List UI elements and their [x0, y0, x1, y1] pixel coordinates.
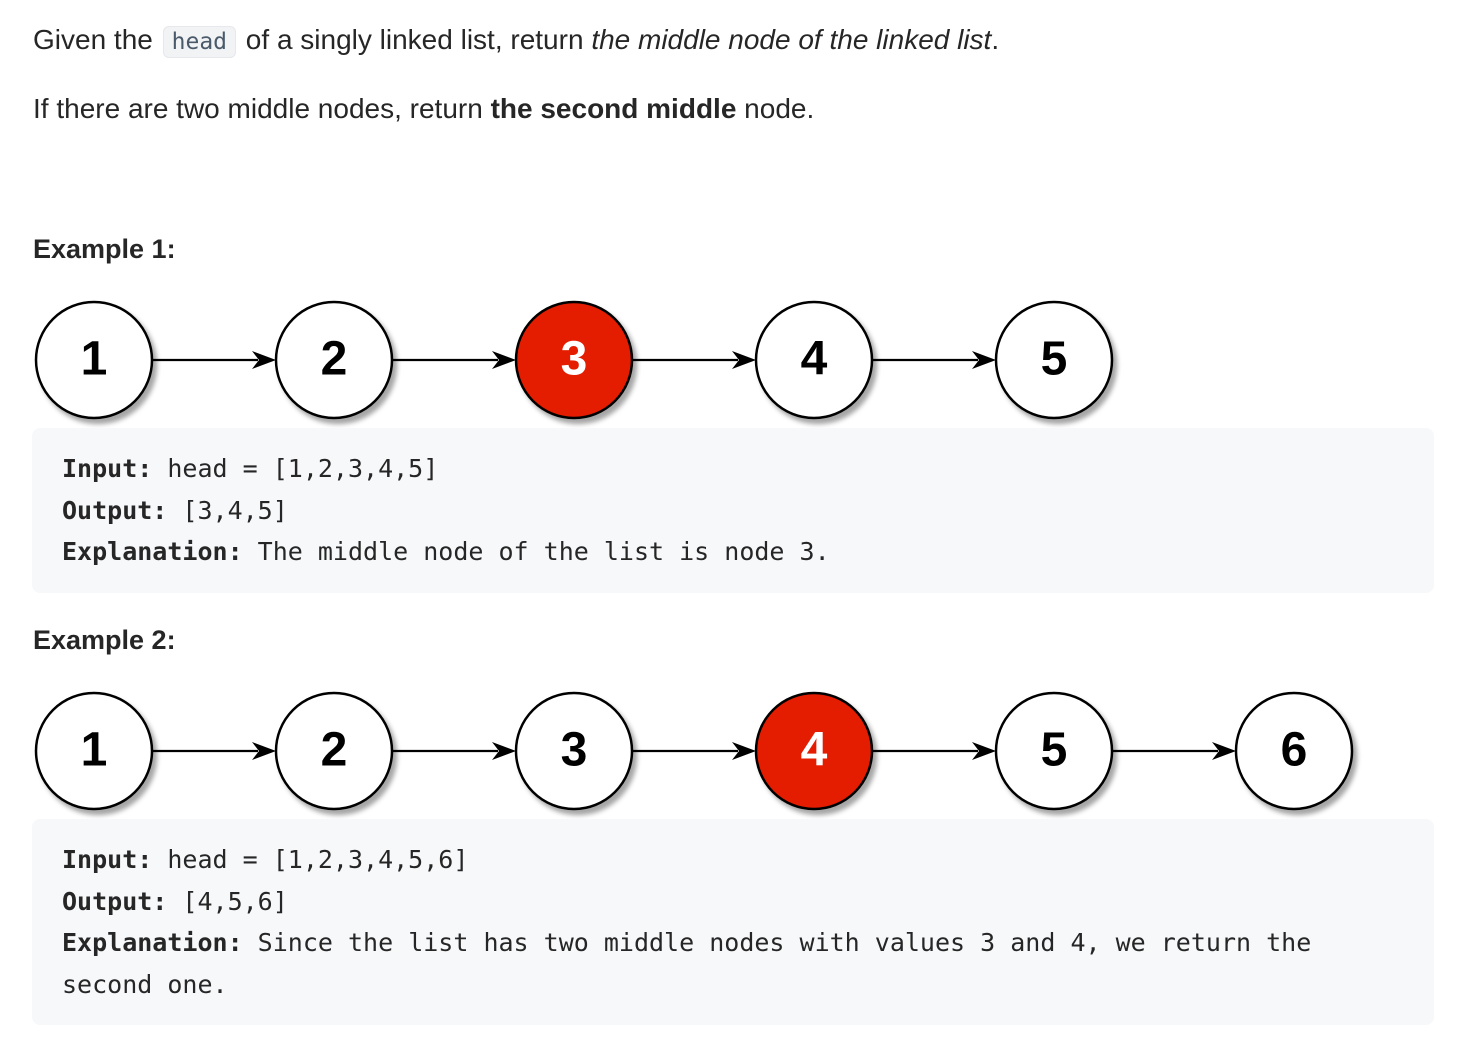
next-pointer-arrow — [1112, 742, 1236, 760]
example-2-explanation-line: Explanation: Since the list has two midd… — [62, 922, 1404, 1005]
next-pointer-arrow — [632, 351, 756, 369]
output-value: [3,4,5] — [167, 495, 288, 525]
list-node: 6 — [1234, 691, 1354, 811]
input-label: Input: — [62, 454, 153, 483]
description-text: If there are two middle nodes, return — [33, 93, 491, 124]
example-2-code-block: Input: head = [1,2,3,4,5,6] Output: [4,5… — [32, 819, 1434, 1025]
list-node: 3 — [514, 691, 634, 811]
description-text: Given the — [33, 24, 161, 55]
node-value: 2 — [321, 724, 348, 777]
example-2-output-line: Output: [4,5,6] — [62, 881, 1404, 923]
list-node: 4 — [754, 300, 874, 420]
example-1-explanation-line: Explanation: The middle node of the list… — [62, 531, 1404, 573]
list-node: 1 — [34, 300, 154, 420]
example-1-linked-list-diagram: 1 2 3 4 5 — [34, 300, 1114, 420]
description-text: . — [991, 24, 1000, 55]
next-pointer-arrow — [152, 351, 276, 369]
explanation-label: Explanation: — [62, 537, 243, 566]
output-value: [4,5,6] — [167, 886, 288, 916]
example-2-linked-list-diagram: 1 2 3 4 5 6 — [34, 691, 1354, 811]
inline-code-head: head — [162, 26, 237, 58]
list-node: 5 — [994, 691, 1114, 811]
next-pointer-arrow — [872, 351, 996, 369]
node-value: 4 — [801, 333, 828, 386]
node-value: 4 — [801, 724, 828, 777]
problem-description-line-2: If there are two middle nodes, return th… — [33, 89, 814, 129]
node-value: 1 — [81, 724, 108, 777]
example-2-title: Example 2: — [33, 625, 176, 655]
description-bold: the second middle — [490, 93, 737, 124]
next-pointer-arrow — [152, 742, 276, 760]
list-node: 5 — [994, 300, 1114, 420]
output-label: Output: — [62, 495, 168, 525]
example-1-input-line: Input: head = [1,2,3,4,5] — [62, 448, 1404, 490]
node-value: 1 — [81, 333, 108, 386]
explanation-value: The middle node of the list is node 3. — [242, 537, 830, 566]
problem-description-line-1: Given the head of a singly linked list, … — [33, 20, 999, 62]
explanation-label: Explanation: — [62, 928, 243, 957]
node-value: 2 — [321, 333, 348, 386]
description-text: of a singly linked list, return — [238, 24, 592, 55]
next-pointer-arrow — [872, 742, 996, 760]
next-pointer-arrow — [392, 351, 516, 369]
example-1-output-line: Output: [3,4,5] — [62, 490, 1404, 532]
input-value: head = [1,2,3,4,5,6] — [152, 845, 469, 874]
node-value: 5 — [1041, 333, 1068, 386]
list-node: 1 — [34, 691, 154, 811]
node-value: 3 — [561, 333, 588, 386]
description-emphasis: the middle node of the linked list — [591, 24, 992, 55]
list-node: 2 — [274, 691, 394, 811]
list-node-middle: 4 — [754, 691, 874, 811]
node-value: 3 — [561, 724, 588, 777]
example-1-title: Example 1: — [33, 234, 176, 264]
description-text: node. — [736, 93, 815, 124]
example-2-input-line: Input: head = [1,2,3,4,5,6] — [62, 839, 1404, 881]
node-value: 5 — [1041, 724, 1068, 777]
list-node-middle: 3 — [514, 300, 634, 420]
node-value: 6 — [1281, 724, 1308, 777]
input-value: head = [1,2,3,4,5] — [152, 454, 439, 483]
output-label: Output: — [62, 886, 168, 916]
list-node: 2 — [274, 300, 394, 420]
input-label: Input: — [62, 845, 153, 874]
example-1-code-block: Input: head = [1,2,3,4,5] Output: [3,4,5… — [32, 428, 1434, 593]
next-pointer-arrow — [392, 742, 516, 760]
next-pointer-arrow — [632, 742, 756, 760]
explanation-value: Since the list has two middle nodes with… — [62, 928, 1327, 999]
